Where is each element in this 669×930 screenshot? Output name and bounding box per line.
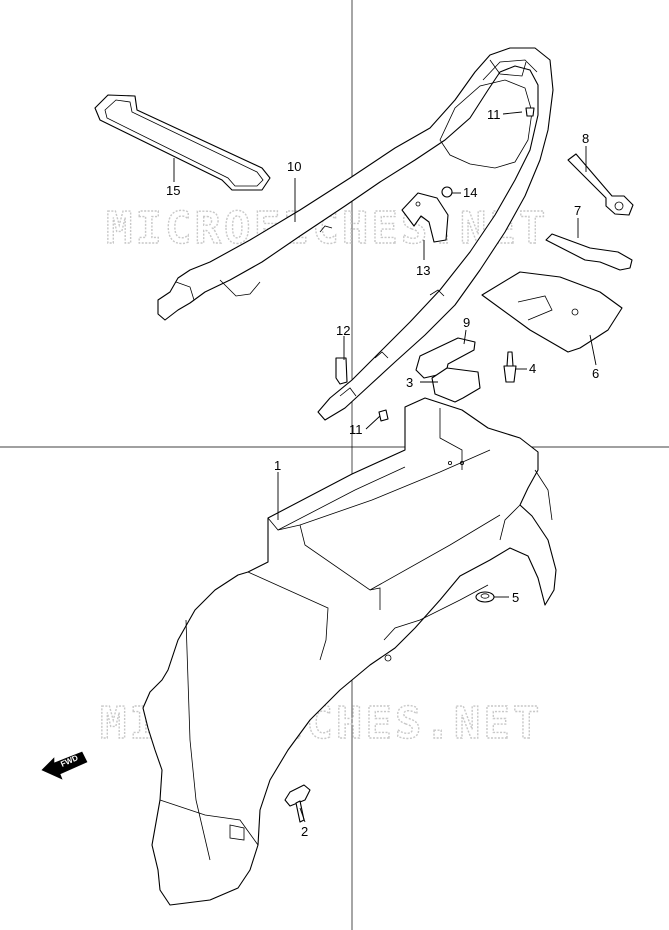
callout-12: 12 (336, 323, 350, 338)
callout-4: 4 (529, 361, 536, 376)
part-5-grommet (475, 591, 495, 603)
callout-14: 14 (463, 185, 477, 200)
callout-11-upper: 11 (487, 107, 501, 122)
part-14-nut (441, 186, 453, 198)
callout-3: 3 (406, 375, 413, 390)
part-2-bolt (284, 784, 311, 823)
callout-1: 1 (274, 458, 281, 473)
fwd-arrow-icon: FWD (41, 751, 88, 780)
part-1-rear-fender (142, 397, 557, 906)
callout-7: 7 (574, 203, 581, 218)
callout-13: 13 (416, 263, 430, 278)
leader-lines (173, 111, 597, 823)
callout-8: 8 (582, 131, 589, 146)
part-15-strap (94, 94, 271, 191)
part-7-tool (545, 233, 633, 271)
part-3-holder (431, 367, 481, 403)
callout-5: 5 (512, 590, 519, 605)
part-10-seat-tail (157, 47, 554, 421)
callout-15: 15 (166, 183, 180, 198)
part-8-wrench (567, 153, 634, 216)
part-9-bracket (415, 337, 476, 379)
part-13-bracket (401, 192, 449, 243)
callout-11-lower: 11 (349, 422, 363, 437)
callout-2: 2 (301, 824, 308, 839)
part-4-rivet (503, 351, 517, 383)
part-6-pad (481, 271, 623, 353)
part-11-screw-upper (525, 107, 535, 117)
part-12-clip (335, 357, 348, 385)
part-11-screw-lower (378, 409, 389, 422)
callout-10: 10 (287, 159, 301, 174)
callout-6: 6 (592, 366, 599, 381)
callout-9: 9 (463, 315, 470, 330)
callout-numbers: 15 10 11 8 7 6 14 13 12 9 4 3 11 1 5 2 (166, 107, 599, 839)
